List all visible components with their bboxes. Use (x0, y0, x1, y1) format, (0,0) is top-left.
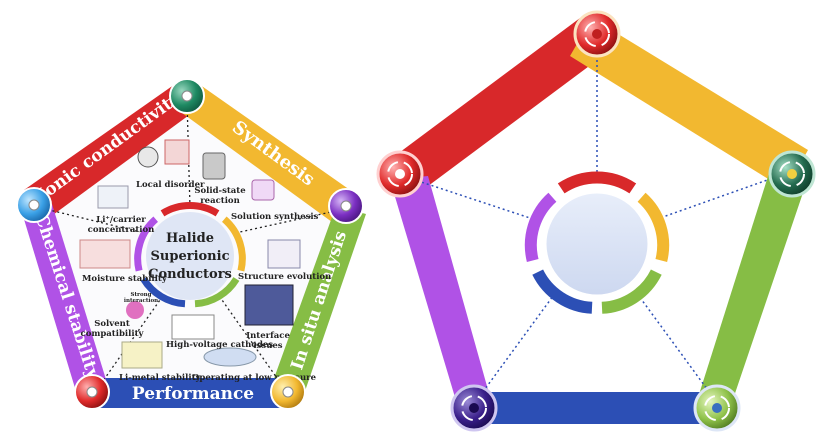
right-orb-left-core (395, 169, 405, 179)
thumb-local-disorder-icon (137, 146, 159, 168)
right-orb-right-ring (779, 161, 805, 187)
thumbnails (79, 139, 301, 369)
thumb-moisture-icon (79, 239, 131, 269)
orb-left-core (28, 199, 40, 211)
left-center-ring (134, 202, 246, 308)
thumb-pressure-icon (203, 347, 257, 367)
right-orbs (376, 10, 816, 432)
label-li-carrier-1: Li⁺/carrier (96, 215, 146, 225)
right-orb-bottom-left-ring (461, 395, 487, 421)
label-solution-synthesis: Solution synthesis (231, 212, 319, 222)
band-in-situ-analysis (272, 206, 366, 394)
right-orb-bottom-right-ring (704, 395, 730, 421)
band-chemical-stability (20, 204, 108, 398)
label-strong-interaction-2: interaction (124, 298, 158, 304)
thumb-solution-icon (251, 179, 275, 201)
band-ionic-conductivity (24, 82, 196, 223)
thumb-interface-icon (244, 284, 294, 326)
label-solvent-2: compatibility (81, 329, 145, 339)
right-spokes (402, 40, 791, 405)
feature-labels: Local disorder Li⁺/carrier concentration… (81, 180, 332, 383)
band-synthesis (178, 82, 350, 222)
label-solvent-1: Solvent (94, 319, 130, 329)
left-orbs (16, 78, 364, 410)
label-low-pressure: Operating at low pressure (192, 373, 317, 383)
orb-right-core (340, 200, 352, 212)
label-interface-2: issues (253, 341, 282, 351)
label-strong-interaction-1: Strong (131, 292, 152, 298)
right-orb-right-core (787, 169, 797, 179)
thumb-interaction-icon (126, 301, 144, 319)
left-panel: Ionic conductivity Synthesis In situ ana… (16, 78, 366, 410)
left-center-disc (146, 212, 234, 300)
label-high-voltage: High-voltage cathodes (166, 340, 273, 350)
right-center-ring (524, 171, 670, 314)
right-panel (376, 10, 816, 432)
thumb-structure-icon (267, 239, 301, 269)
label-solid-state-2: reaction (200, 196, 240, 206)
label-interface-1: Interface (246, 331, 290, 341)
right-orb-bottom-right-core (712, 403, 722, 413)
orb-bottom-right-core (282, 386, 294, 398)
center-title-line2: Superionic (151, 249, 230, 264)
right-band-yellow (570, 18, 808, 190)
label-structure-evolution: Structure evolution (238, 272, 331, 282)
thumb-carrier-icon (97, 185, 129, 209)
right-band-red (384, 18, 608, 198)
right-band-purple (390, 176, 492, 414)
label-li-carrier-2: concentration (88, 225, 155, 235)
label-li-metal: Li-metal stability (119, 373, 202, 383)
right-orb-top-core (592, 29, 602, 39)
orb-top-core (181, 90, 193, 102)
thumb-cathode-icon (171, 314, 215, 340)
thumb-li-metal-icon (121, 341, 163, 369)
thumb-lattice-icon (164, 139, 190, 165)
label-local-disorder: Local disorder (136, 180, 205, 190)
orb-bottom-left-core (86, 386, 98, 398)
thumb-solid-state-icon (202, 152, 226, 180)
right-orb-left-ring (387, 161, 413, 187)
left-spokes (32, 99, 341, 389)
right-center-disc (543, 190, 651, 298)
right-orb-bottom-left-core (469, 403, 479, 413)
band-performance (92, 378, 290, 408)
center-title-line1: Halide (166, 231, 214, 246)
center-title-line3: Conductors (148, 267, 232, 282)
right-band-blue (474, 392, 716, 424)
right-orb-top-ring (584, 21, 610, 47)
right-band-green (696, 170, 808, 414)
label-solid-state-1: Solid-state (194, 186, 246, 196)
label-moisture-stability: Moisture stability (82, 274, 168, 284)
label-performance: Performance (132, 384, 254, 404)
